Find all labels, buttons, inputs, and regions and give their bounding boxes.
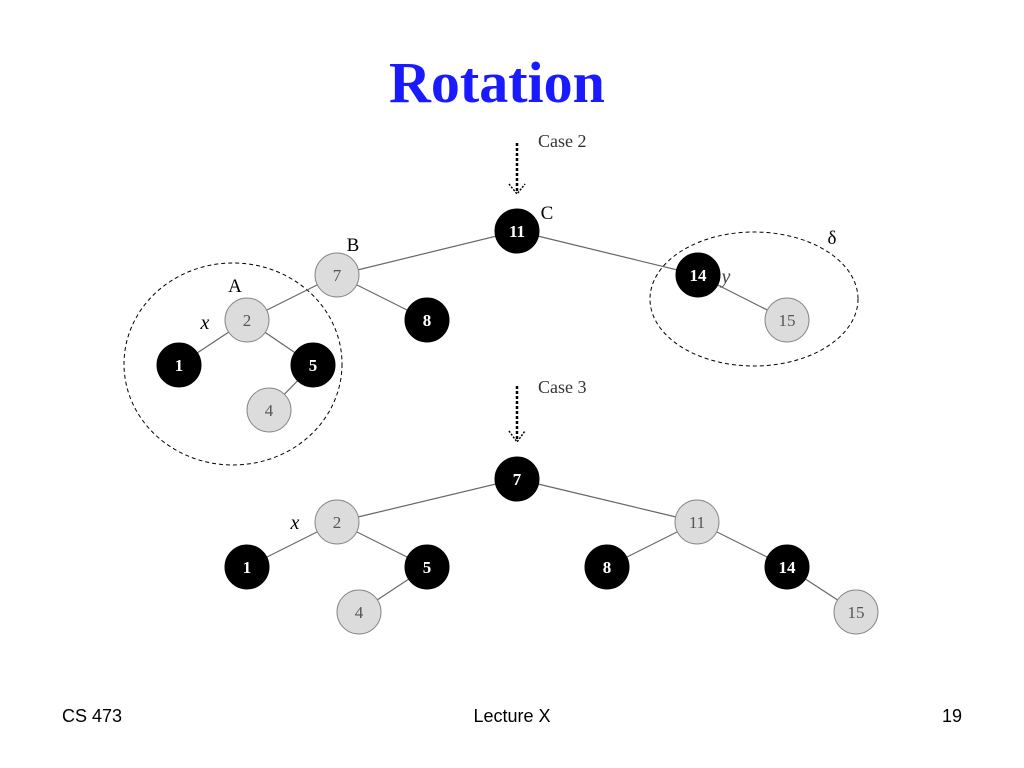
before-node-key-5: 5 [309, 356, 318, 375]
before-node-14: 14 [675, 252, 721, 298]
after-node-circle-15 [833, 589, 879, 635]
after-node-14: 14 [764, 544, 810, 590]
before-node-11: 11 [494, 208, 540, 254]
before-node-key-15: 15 [779, 311, 796, 330]
before-node-circle-8 [404, 297, 450, 343]
after-node-key-8: 8 [603, 558, 612, 577]
after-node-key-5: 5 [423, 558, 432, 577]
before-node-4: 4 [246, 387, 292, 433]
case-2-arrow [508, 143, 526, 196]
after-node-8: 8 [584, 544, 630, 590]
after-node-key-14: 14 [779, 558, 797, 577]
before-node-circle-15 [764, 297, 810, 343]
after-node-15: 15 [833, 589, 879, 635]
footer-page-number: 19 [941, 706, 962, 726]
subtree-delta-group [649, 231, 859, 367]
after-node-key-7: 7 [513, 470, 522, 489]
after-node-1: 1 [224, 544, 270, 590]
before-node-key-2: 2 [243, 311, 252, 330]
after-node-4: 4 [336, 589, 382, 635]
before-label-var-n14: y [720, 266, 731, 288]
before-node-15: 15 [764, 297, 810, 343]
after-node-circle-14 [764, 544, 810, 590]
before-node-key-7: 7 [333, 266, 342, 285]
subtree-a-group [123, 262, 343, 466]
before-label-case-n2: A [228, 276, 242, 297]
before-node-7: 7 [314, 252, 360, 298]
before-node-circle-1 [156, 342, 202, 388]
before-node-2: 2 [224, 297, 270, 343]
after-node-5: 5 [404, 544, 450, 590]
after-node-circle-11 [674, 499, 720, 545]
slide-title: Rotation [389, 50, 605, 115]
after-node-key-4: 4 [355, 603, 364, 622]
after-node-circle-7 [494, 456, 540, 502]
before-node-circle-7 [314, 252, 360, 298]
before-node-5: 5 [290, 342, 336, 388]
before-node-circle-11 [494, 208, 540, 254]
before-label-case-n14: δ [828, 228, 837, 249]
after-node-circle-4 [336, 589, 382, 635]
after-node-key-1: 1 [243, 558, 252, 577]
before-node-1: 1 [156, 342, 202, 388]
before-node-circle-2 [224, 297, 270, 343]
before-node-key-4: 4 [265, 401, 274, 420]
after-label-var-m2: x [290, 512, 300, 534]
footer-lecture: Lecture X [473, 706, 551, 726]
case-3-label: Case 3 [538, 377, 587, 397]
before-label-case-n11: C [541, 203, 554, 224]
before-label-var-n2: x [200, 312, 210, 334]
before-node-key-11: 11 [509, 222, 525, 241]
after-node-key-2: 2 [333, 513, 342, 532]
before-node-circle-14 [675, 252, 721, 298]
after-node-key-11: 11 [689, 513, 705, 532]
after-node-7: 7 [494, 456, 540, 502]
after-node-circle-1 [224, 544, 270, 590]
after-node-2: 2 [314, 499, 360, 545]
before-label-case-n7: B [347, 235, 360, 256]
before-node-key-1: 1 [175, 356, 184, 375]
after-edge-m7-m2 [336, 478, 518, 523]
after-edge-m7-m11 [516, 478, 698, 523]
footer-course: CS 473 [62, 706, 123, 726]
before-edge-n11-n7 [336, 230, 518, 276]
before-node-key-14: 14 [690, 266, 708, 285]
after-node-circle-2 [314, 499, 360, 545]
before-node-8: 8 [404, 297, 450, 343]
before-node-circle-5 [290, 342, 336, 388]
after-node-circle-5 [404, 544, 450, 590]
after-node-key-15: 15 [848, 603, 865, 622]
before-edge-n11-n14 [516, 230, 699, 276]
before-node-key-8: 8 [423, 311, 432, 330]
after-node-circle-8 [584, 544, 630, 590]
case-2-label: Case 2 [538, 131, 587, 151]
before-node-circle-4 [246, 387, 292, 433]
after-node-11: 11 [674, 499, 720, 545]
case-3-arrow [508, 386, 526, 444]
